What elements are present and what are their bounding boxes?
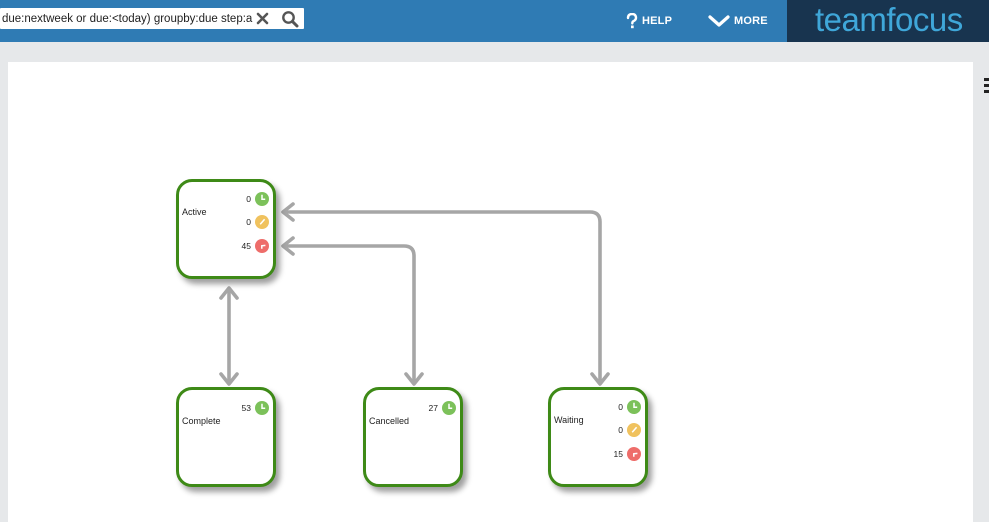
on-time-count: 27 (428, 402, 438, 413)
step-label: Complete (182, 416, 221, 426)
clock-green-icon (442, 400, 456, 415)
on-time-stat[interactable]: 27 (429, 400, 456, 415)
more-button[interactable]: MORE (708, 0, 768, 42)
step-label: Cancelled (369, 416, 410, 426)
clock-yellow-icon (255, 214, 269, 229)
clock-red-icon (627, 446, 641, 461)
step-node-cancelled[interactable]: Cancelled 27 (363, 387, 463, 487)
logo-text: teamfocus (815, 1, 963, 38)
logo[interactable]: teamfocus (787, 0, 989, 42)
clock-green-icon (255, 191, 269, 206)
clock-yellow-icon (627, 422, 641, 437)
due-soon-count: 0 (618, 424, 623, 435)
on-time-count: 53 (241, 402, 251, 413)
top-bar: HELP MORE teamfocus (0, 0, 989, 42)
more-label: MORE (734, 15, 768, 27)
overdue-count: 15 (613, 448, 623, 459)
on-time-stat[interactable]: 0 (246, 191, 269, 206)
side-panel-handle-icon[interactable] (984, 78, 989, 95)
clock-green-icon (255, 400, 269, 415)
help-button[interactable]: HELP (626, 0, 672, 42)
on-time-stat[interactable]: 53 (242, 400, 269, 415)
help-label: HELP (642, 15, 673, 27)
overdue-stat[interactable]: 45 (242, 238, 269, 253)
search-icon[interactable] (281, 10, 299, 28)
chevron-down-icon (708, 15, 730, 27)
clear-search-icon[interactable] (256, 12, 269, 25)
due-soon-stat[interactable]: 0 (618, 422, 641, 437)
on-time-count: 0 (246, 193, 251, 204)
on-time-count: 0 (618, 401, 623, 412)
step-node-active[interactable]: Active 0 0 45 (176, 179, 276, 279)
question-mark-icon (626, 13, 638, 29)
overdue-stat[interactable]: 15 (614, 446, 641, 461)
clock-green-icon (627, 399, 641, 414)
due-soon-stat[interactable]: 0 (246, 214, 269, 229)
step-label: Waiting (554, 415, 584, 425)
on-time-stat[interactable]: 0 (618, 399, 641, 414)
workflow-canvas (8, 62, 973, 522)
clock-red-icon (255, 238, 269, 253)
due-soon-count: 0 (246, 216, 251, 227)
step-node-complete[interactable]: Complete 53 (176, 387, 276, 487)
overdue-count: 45 (241, 240, 251, 251)
step-node-waiting[interactable]: Waiting 0 0 15 (548, 387, 648, 487)
search-input[interactable] (0, 8, 254, 29)
step-label: Active (182, 207, 207, 217)
search-box (0, 8, 304, 29)
